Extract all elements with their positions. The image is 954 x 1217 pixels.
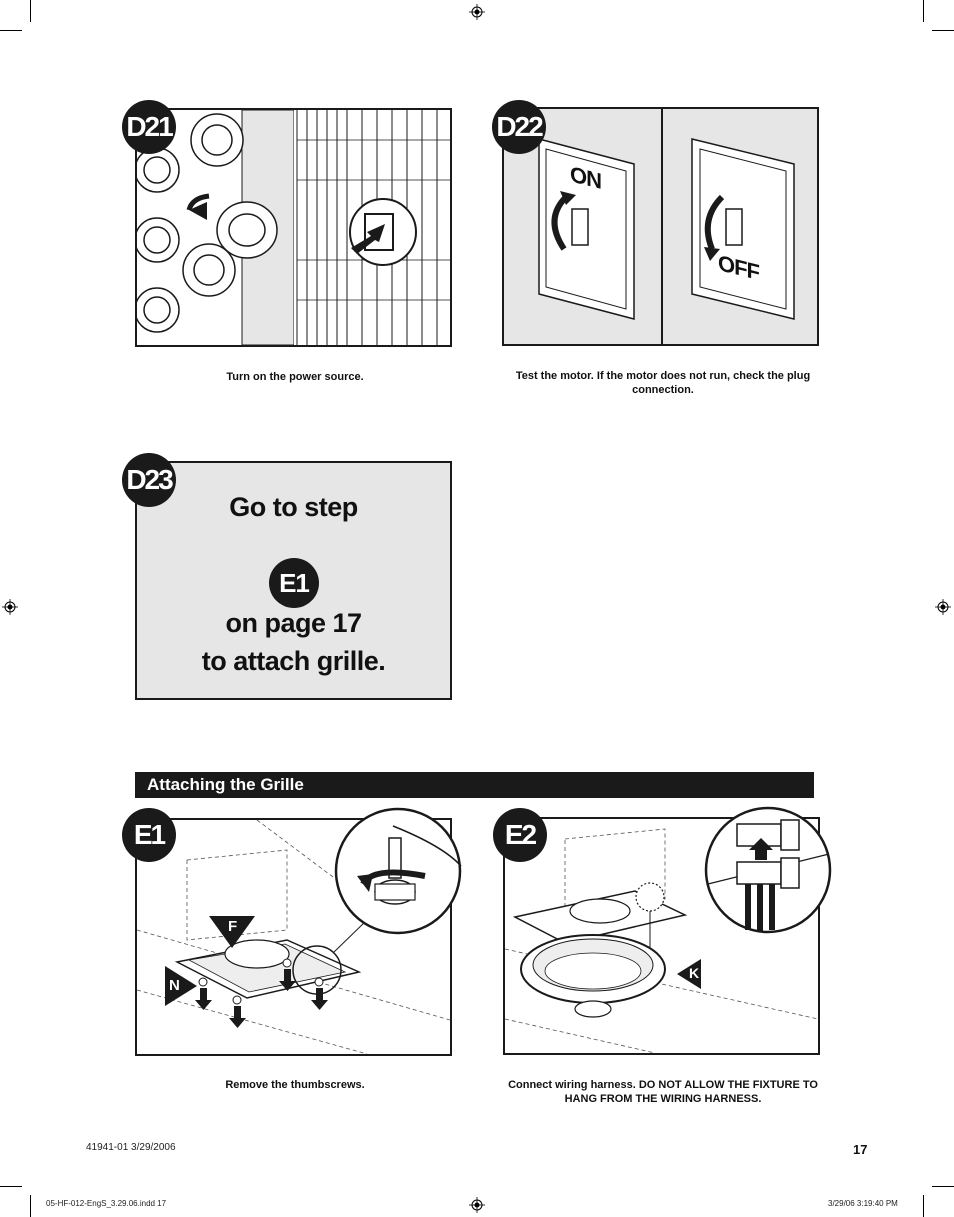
callout-n: N [169, 977, 180, 994]
registration-mark-icon [935, 599, 951, 615]
d22-caption: Test the motor. If the motor does not ru… [515, 370, 811, 396]
step-badge-e1: E1 [122, 808, 176, 862]
crop-mark [0, 1186, 22, 1187]
crop-mark [30, 0, 31, 22]
registration-mark-icon [469, 1197, 485, 1213]
goto-line3: to attach grille. [201, 646, 386, 676]
crop-mark [923, 0, 924, 22]
step-badge-e2: E2 [493, 808, 547, 862]
crop-mark [932, 30, 954, 31]
doc-id: 41941-01 3/29/2006 [86, 1142, 176, 1153]
crop-mark [923, 1195, 924, 1217]
d21-caption: Turn on the power source. [226, 371, 364, 383]
d21-illustration [135, 108, 452, 347]
crop-mark [0, 30, 22, 31]
slug-file: 05-HF-012-EngS_3.29.06.indd 17 [46, 1199, 167, 1208]
e1-illustration: F N [135, 818, 452, 1056]
section-heading: Attaching the Grille [135, 772, 814, 798]
e2-caption: Connect wiring harness. DO NOT ALLOW THE… [508, 1079, 818, 1105]
callout-k: K [689, 965, 700, 981]
step-badge-d22: D22 [492, 100, 546, 154]
registration-mark-icon [469, 4, 485, 20]
page-number: 17 [853, 1142, 868, 1157]
e1-detail-zoom [334, 807, 462, 935]
goto-step-ref[interactable]: E1 [269, 558, 319, 608]
goto-line1: Go to step [229, 492, 358, 522]
crop-mark [30, 1195, 31, 1217]
e1-caption: Remove the thumbscrews. [225, 1079, 365, 1091]
callout-f: F [228, 918, 238, 935]
step-badge-d23: D23 [122, 453, 176, 507]
crop-mark [932, 1186, 954, 1187]
d23-goto-box: Go to step E1 on page 17 to attach grill… [135, 461, 452, 700]
d22-illustration: ON OFF [502, 107, 819, 346]
slug-date: 3/29/06 3:19:40 PM [828, 1199, 898, 1208]
registration-mark-icon [2, 599, 18, 615]
goto-line2: on page 17 [225, 608, 362, 638]
step-badge-d21: D21 [122, 100, 176, 154]
e2-detail-zoom [704, 806, 832, 934]
